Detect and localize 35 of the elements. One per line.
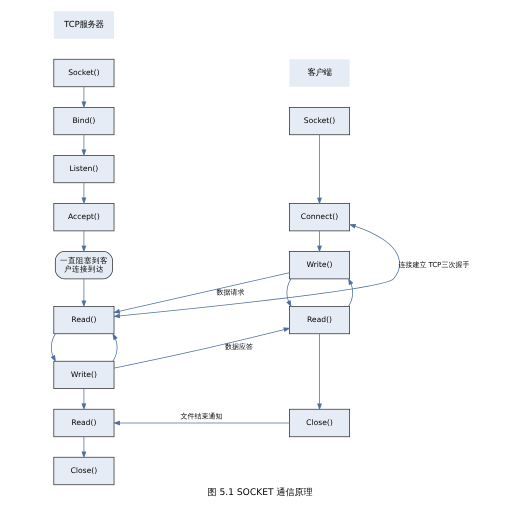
node-box: Write(): [289, 251, 350, 280]
node-box: 一直阻塞到客户连接到达: [54, 251, 113, 280]
arrow: [112, 332, 118, 362]
arrow: [113, 224, 400, 318]
node-box: Read(): [53, 306, 114, 334]
arrow: [348, 278, 354, 307]
arrow: [317, 333, 322, 410]
node-box: Read(): [289, 306, 350, 334]
node-box: Socket(): [53, 58, 114, 88]
arrow: [82, 230, 86, 252]
arrow: [50, 334, 56, 362]
arrow: [317, 230, 322, 252]
node-box: Read(): [53, 408, 114, 438]
node-box: Listen(): [53, 154, 114, 184]
node-box: Bind(): [53, 106, 114, 136]
node-box: Write(): [53, 360, 114, 390]
label: TCP服务器: [64, 19, 104, 30]
label: 客户端: [308, 67, 332, 78]
arrow: [114, 327, 291, 368]
arrow: [113, 420, 290, 426]
arrow: [112, 272, 290, 314]
node-box: Close(): [53, 456, 114, 486]
node-box: Accept(): [53, 203, 114, 232]
arrow: [82, 278, 86, 308]
arrow: [82, 134, 86, 156]
arrow: [82, 182, 86, 204]
node-box: Socket(): [289, 106, 350, 136]
node-box: Connect(): [289, 203, 350, 232]
arrow: [317, 134, 322, 204]
arrow: [82, 436, 86, 458]
arrow: [82, 388, 86, 410]
arrow: [82, 86, 86, 108]
node-box: Close(): [289, 408, 350, 438]
arrow: [286, 278, 292, 308]
caption: 图 5.1 SOCKET 通信原理: [208, 488, 312, 498]
